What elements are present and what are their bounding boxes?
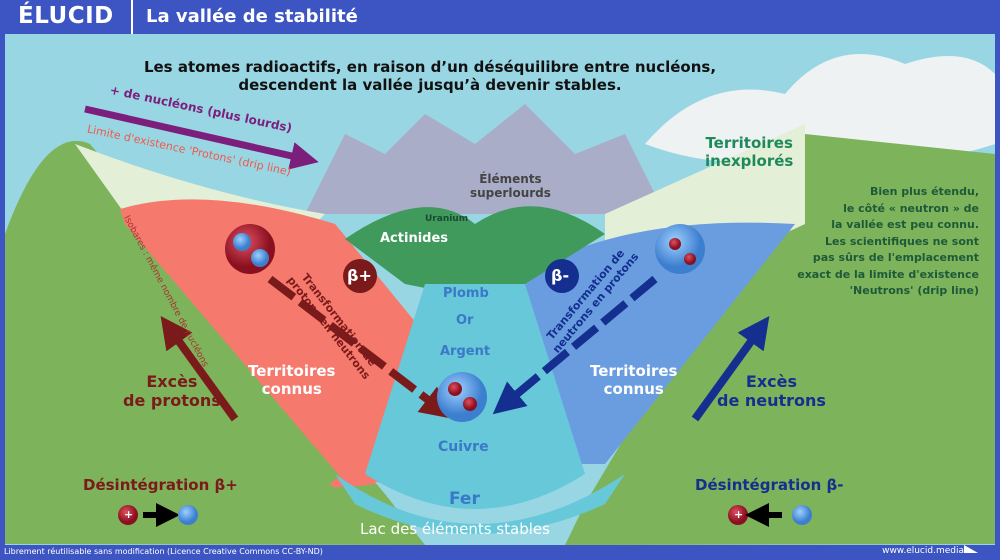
element-or: Or (456, 313, 474, 328)
proton-sign: + (734, 508, 744, 521)
page-title: La vallée de stabilité (146, 6, 358, 27)
actinides-hill (345, 206, 605, 294)
valley-diagram: Les atomes radioactifs, en raison d’un d… (5, 34, 995, 545)
proton-sign: + (124, 508, 134, 521)
nucleus-proton-rich (225, 224, 275, 274)
elucid-flag-icon (964, 545, 978, 553)
element-plomb: Plomb (443, 286, 489, 301)
license-text: Librement réutilisable sans modification… (4, 547, 323, 556)
element-fer: Fer (449, 489, 480, 509)
uranium-label: Uranium (425, 214, 469, 224)
decay-plus-label: Désintégration β+ (83, 476, 238, 494)
lake-label: Lac des éléments stables (360, 520, 550, 538)
header-bar: ÉLUCID La vallée de stabilité (0, 0, 1000, 34)
clouds (645, 54, 995, 162)
actinides-label: Actinides (380, 231, 449, 246)
beta-plus-badge (343, 259, 377, 293)
beta-minus-badge (545, 259, 579, 293)
element-cuivre: Cuivre (438, 439, 489, 455)
decay-plus-icon (118, 503, 198, 527)
intro-text: Les atomes radioactifs, en raison d’un d… (143, 58, 717, 94)
site-link[interactable]: www.elucid.media (882, 546, 964, 556)
nucleus-stable (437, 372, 487, 422)
neutron-side (525, 222, 795, 464)
more-nucleons-arrow (84, 105, 319, 170)
excess-protons-arrow (160, 316, 239, 422)
header-divider (131, 0, 133, 34)
beta-minus-symbol: β- (551, 266, 570, 285)
beta-plus-arrow (267, 275, 453, 419)
excess-neutrons-arrow (691, 316, 770, 422)
element-argent: Argent (440, 344, 491, 359)
lake-bottom (335, 474, 625, 534)
beta-minus-arrow (492, 275, 658, 415)
decay-minus-icon (728, 503, 812, 527)
nucleus-neutron-rich (655, 224, 705, 274)
decay-minus-label: Désintégration β- (695, 476, 844, 494)
mountains (305, 104, 665, 214)
right-hill (565, 134, 995, 545)
beta-plus-symbol: β+ (347, 266, 372, 285)
elucid-logo[interactable]: ÉLUCID (18, 3, 114, 29)
